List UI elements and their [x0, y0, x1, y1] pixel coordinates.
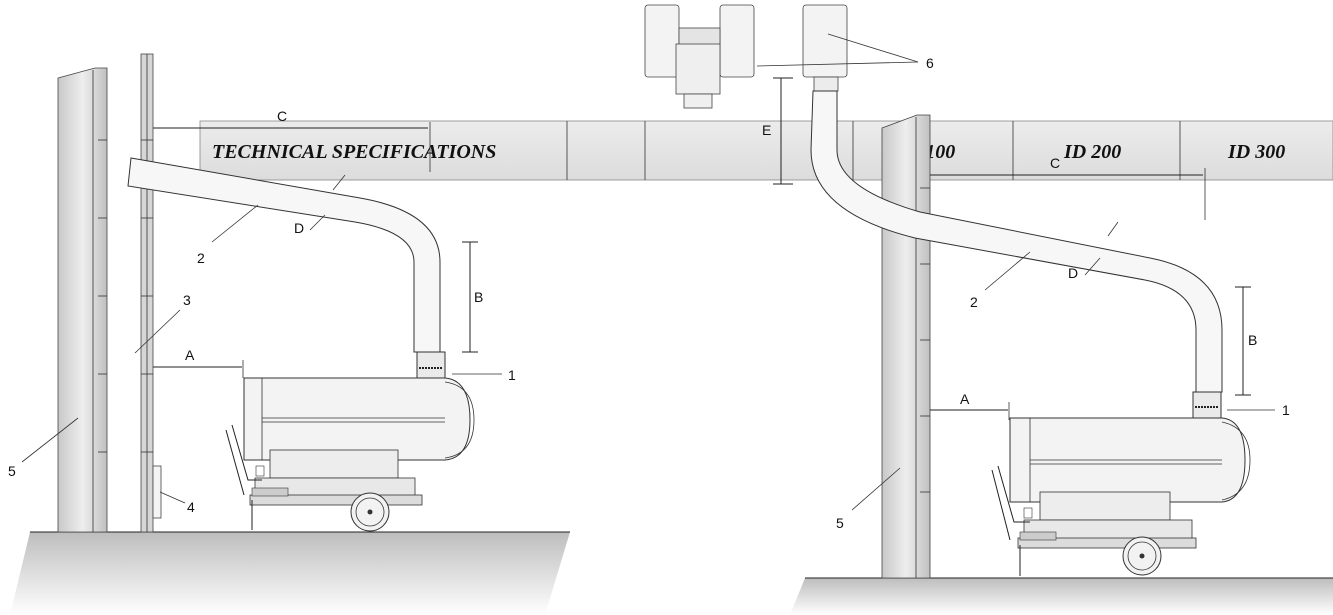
header-title: TECHNICAL SPECIFICATIONS: [212, 141, 496, 163]
right-label-c: C: [1050, 155, 1060, 171]
right-label-duct: 2: [970, 294, 978, 310]
right-label-chimney: 6: [926, 55, 934, 71]
right-label-e: E: [762, 122, 771, 138]
right-label-b: B: [1248, 332, 1257, 348]
left-duct-connector: [416, 351, 446, 381]
right-label-outer-wall: 5: [836, 515, 844, 531]
left-ground: [10, 532, 570, 615]
left-label-a: A: [185, 347, 195, 363]
left-label-heater: 1: [508, 367, 516, 383]
left-label-wall: 3: [183, 292, 191, 308]
left-label-duct: 2: [197, 250, 205, 266]
left-inner-wall: [140, 53, 154, 533]
right-duct-connector: [1192, 391, 1222, 419]
left-label-outer-wall: 5: [8, 463, 16, 479]
left-label-d: D: [294, 220, 304, 236]
right-label-d: D: [1068, 265, 1078, 281]
right-heater: [991, 417, 1251, 576]
right-chimney-units: [644, 4, 848, 109]
left-vent: [152, 465, 162, 519]
right-installation: E C A B D 2 5 1 6: [644, 4, 1333, 615]
left-label-b: B: [474, 289, 483, 305]
left-label-c: C: [277, 108, 287, 124]
header-col-id300: ID 300: [1227, 141, 1285, 163]
header-col-id200: ID 200: [1063, 141, 1121, 163]
left-outer-wall: [57, 67, 108, 533]
left-label-vent: 4: [187, 499, 195, 515]
left-installation: C A B D 2 3 5 4 1: [8, 53, 570, 615]
right-duct: [810, 90, 1223, 393]
right-outer-wall: [881, 114, 931, 579]
left-duct: [127, 157, 441, 353]
right-label-a: A: [960, 391, 970, 407]
right-label-heater: 1: [1282, 402, 1290, 418]
left-heater: [225, 377, 475, 532]
right-ground: [790, 578, 1333, 615]
